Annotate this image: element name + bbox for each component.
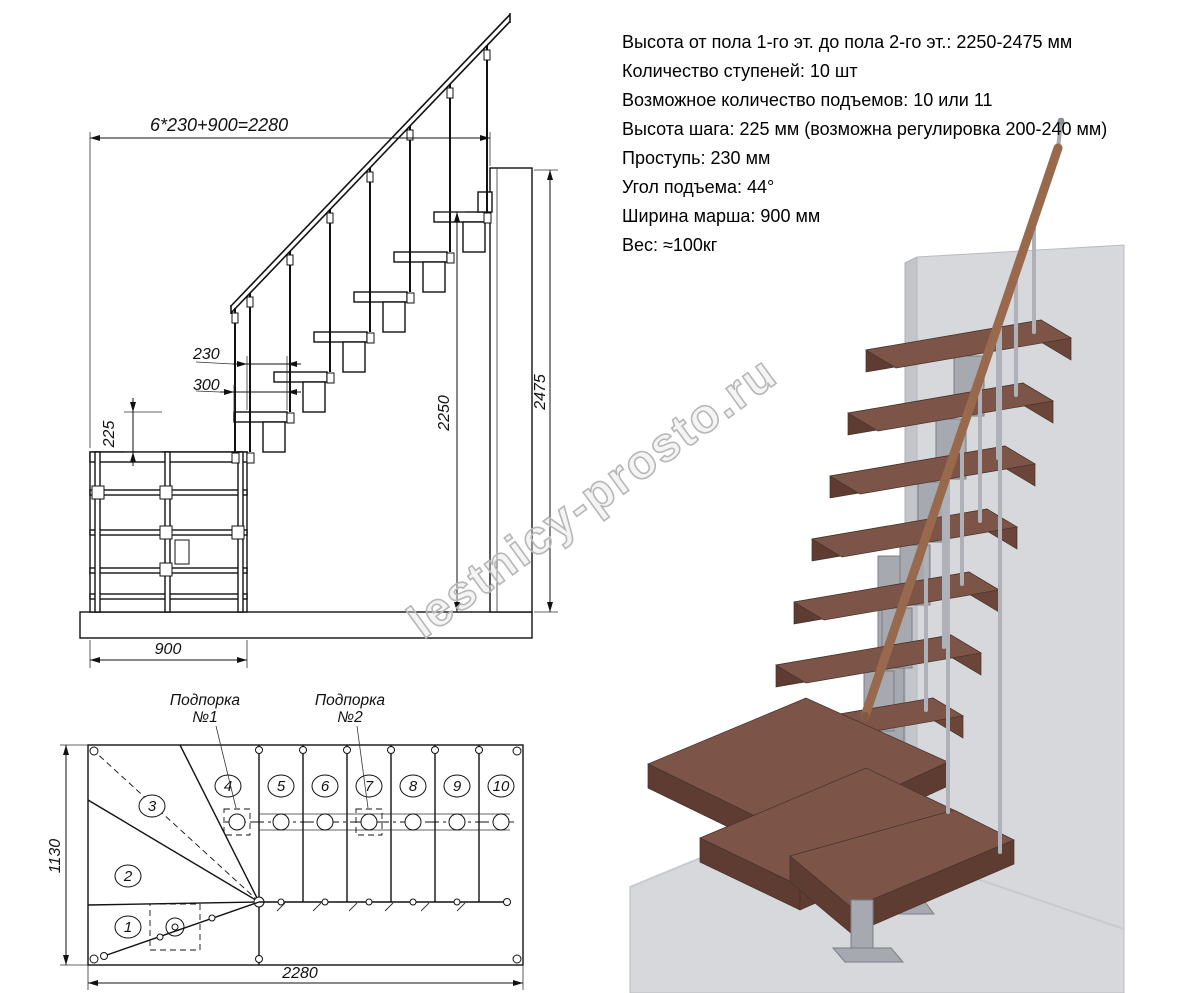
dim-total-run: 6*230+900=2280 [150,115,288,135]
support-1-line1: Подпорка [170,692,241,709]
dim-floor-to-floor: 2475 [532,374,549,411]
spec-line-height: Высота от пола 1-го эт. до пола 2-го эт.… [622,32,1073,52]
plan-dimensions: 1130 2280 [47,744,524,990]
step-number-6: 6 [321,778,330,795]
step-number-4: 4 [224,778,232,795]
render-3d [629,117,1125,993]
support-label-2: Подпорка №2 [315,692,386,809]
plan-baluster-pads [89,746,522,964]
elevation-view: 6*230+900=2280 2475 2250 230 300 [79,13,558,668]
dim-tread-run: 230 [192,346,220,363]
dim-tread-depth: 300 [193,377,220,394]
handrail-3d [860,117,1065,721]
spec-block: Высота от пола 1-го эт. до пола 2-го эт.… [622,28,1107,260]
step-number-8: 8 [409,778,418,795]
support-1-line2: №1 [192,709,217,726]
dim-plan-length: 2280 [281,965,318,982]
plan-step-numbers: 1 2 3 4 5 6 7 8 9 10 [114,774,515,939]
bottom-support-post [831,899,905,963]
plan-view: 1 2 3 4 5 6 7 8 9 10 Подпорка №1 Подпорк… [47,692,524,990]
balusters-elevation [231,45,492,464]
support-2-line1: Подпорка [315,692,386,709]
dim-step-rise: 225 [101,421,118,449]
handrail-elevation [230,13,511,314]
support-label-1: Подпорка №1 [170,692,241,809]
step-number-10: 10 [493,778,510,795]
floor-line [79,611,533,639]
plan-winder-dividers [87,744,260,965]
treads-elevation [233,191,493,453]
upper-floor-wall [489,167,533,613]
step-number-1: 1 [124,919,132,936]
spec-line-step-rise: Высота шага: 225 мм (возможна регулировк… [622,119,1108,139]
step-number-2: 2 [123,868,133,885]
spec-line-steps: Количество ступеней: 10 шт [622,61,858,81]
support-2-line2: №2 [337,709,363,726]
step-number-7: 7 [365,778,374,795]
step-number-9: 9 [453,778,462,795]
elevation-dimensions: 6*230+900=2280 2475 2250 230 300 [89,115,558,668]
step-number-3: 3 [148,798,157,815]
dim-march-width: 900 [155,641,182,658]
dim-plan-width: 1130 [47,839,64,874]
spec-line-weight: Вес: ≈100кг [622,235,718,255]
plan-handrail [100,898,511,960]
step-number-5: 5 [277,778,286,795]
spec-line-tread: Проступь: 230 мм [622,148,771,168]
spec-line-rises: Возможное количество подъемов: 10 или 11 [622,90,993,110]
treads-winder [647,697,1015,935]
spec-line-angle: Угол подъема: 44° [622,177,775,197]
plan-step-dividers [258,745,480,902]
dim-height-to-top-tread: 2250 [436,395,453,432]
spec-line-width: Ширина марша: 900 мм [622,206,821,226]
plan-stringer [149,808,516,951]
platform-box [89,451,248,613]
